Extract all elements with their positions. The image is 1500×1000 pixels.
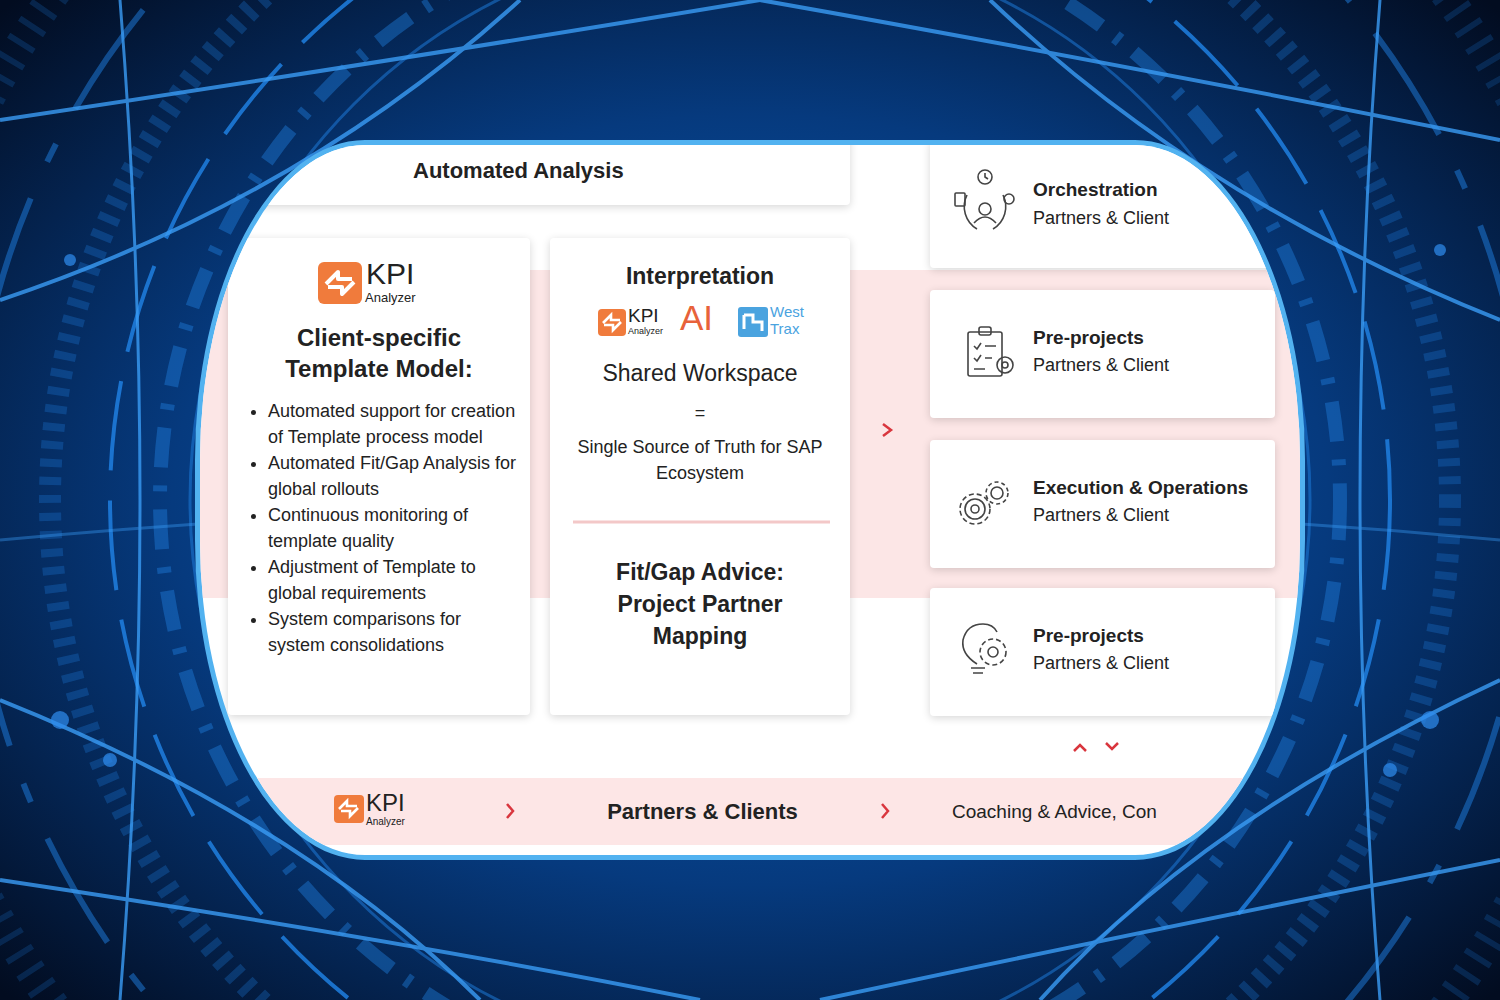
interpretation-card: InterpretationKPIAnalyzer AI WestTraxShare… bbox=[550, 238, 850, 715]
node-text: Fit/Gap Advice: Project Partner Mapping bbox=[590, 556, 810, 652]
node-title: KPI bbox=[366, 258, 414, 290]
node-text: Partners & Client bbox=[1033, 503, 1268, 527]
bullet-item: Automated Fit/Gap Analysis for global ro… bbox=[268, 450, 518, 502]
node-text: Partners & Client bbox=[1033, 206, 1268, 230]
header-box: Automated Analysis bbox=[240, 140, 850, 205]
node-text: AI bbox=[680, 298, 713, 338]
template-card: KPIAnalyzerClient-specific Template Mode… bbox=[228, 238, 530, 715]
phase-card: Pre-projectsPartners & Client bbox=[930, 588, 1275, 716]
node-text: = bbox=[550, 402, 850, 424]
bullet-item: Continuous monitoring of template qualit… bbox=[268, 502, 518, 554]
node-title: Pre-projects bbox=[1033, 326, 1268, 350]
node-text: Analyzer bbox=[628, 326, 663, 337]
bullet-item: System comparisons for system consolidat… bbox=[268, 606, 518, 658]
panel: Automated AnalysisKPIAnalyzerClient-spec… bbox=[195, 140, 1305, 860]
symbols bbox=[200, 145, 1300, 855]
node-text: Shared Workspace bbox=[550, 359, 850, 387]
node-text: Partners & Client bbox=[1033, 651, 1268, 675]
bullet-item: Automated support for creation of Templa… bbox=[268, 398, 518, 450]
node-text: Trax bbox=[770, 321, 799, 337]
node-text: Analyzer bbox=[366, 816, 405, 828]
node-text: West bbox=[770, 304, 804, 320]
phase-card: Pre-projectsPartners & Client bbox=[930, 290, 1275, 418]
node-title: KPI bbox=[366, 790, 405, 816]
phase-card: Execution & OperationsPartners & Client bbox=[930, 440, 1275, 568]
node-text: Analyzer bbox=[365, 290, 416, 305]
node-text: Coaching & Advice, Con bbox=[952, 800, 1157, 824]
node-title: Automated Analysis bbox=[413, 158, 833, 184]
node-title: Interpretation bbox=[550, 262, 850, 290]
node-text: Partners & Clients bbox=[595, 798, 810, 826]
node-text: KPI bbox=[628, 306, 659, 326]
node-title: Pre-projects bbox=[1033, 624, 1268, 648]
node-text: Client-specific Template Model: bbox=[258, 322, 500, 384]
bullet-list: Automated support for creation of Templa… bbox=[268, 398, 518, 658]
node-text: Single Source of Truth for SAP Ecosystem bbox=[575, 434, 825, 486]
node-text: Partners & Client bbox=[1033, 353, 1268, 377]
node-title: Orchestration bbox=[1033, 178, 1268, 202]
bullet-item: Adjustment of Template to global require… bbox=[268, 554, 518, 606]
node-title: Execution & Operations bbox=[1033, 476, 1268, 500]
